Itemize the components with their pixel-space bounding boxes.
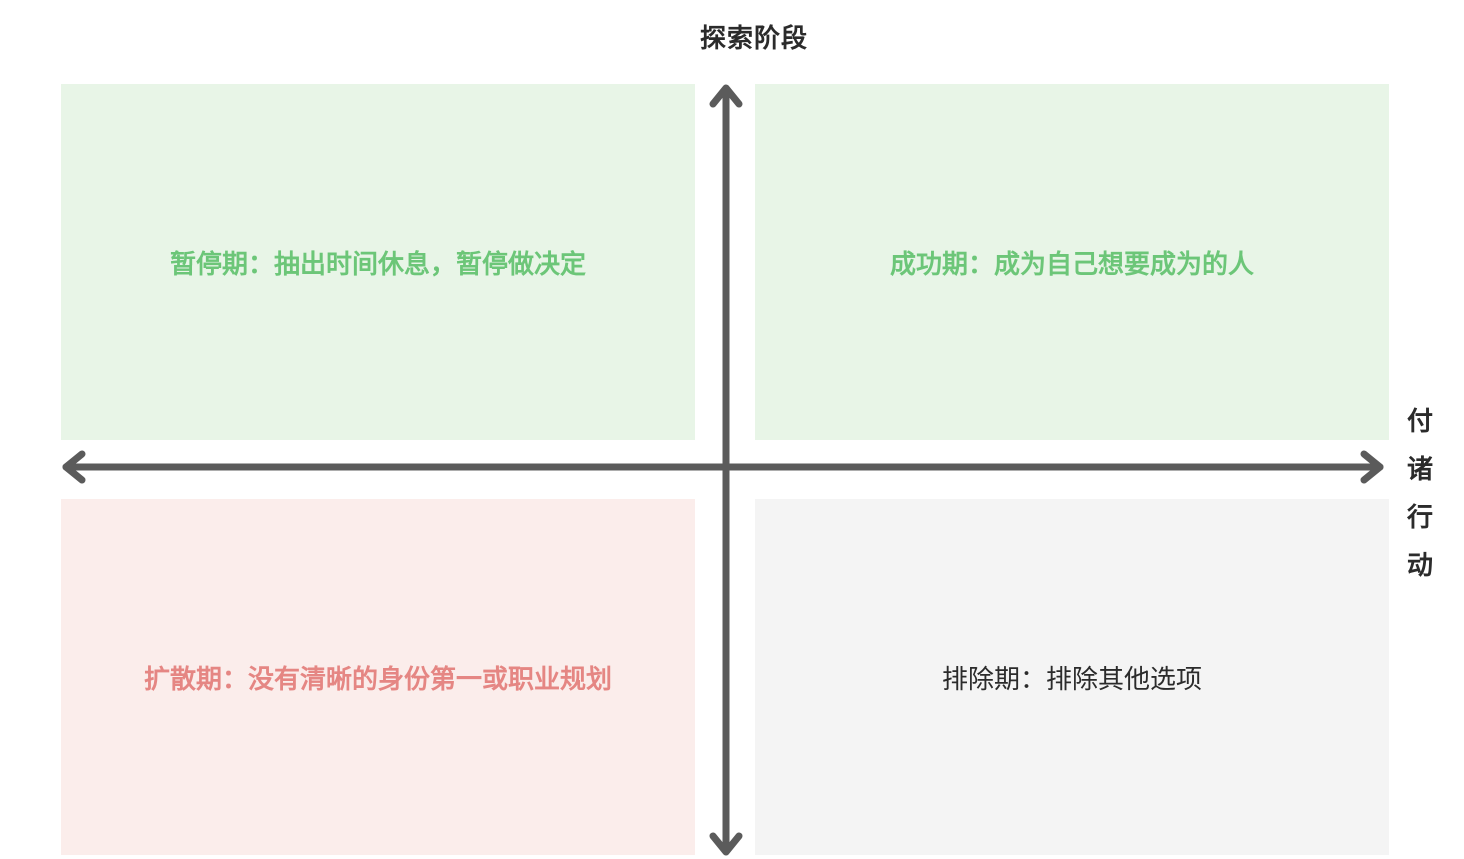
- quadrant-top-right: 成功期：成为自己想要成为的人: [755, 84, 1389, 440]
- quadrant-label: 排除期：排除其他选项: [941, 664, 1202, 695]
- horizontal-axis-title-char: 付: [1406, 407, 1433, 437]
- quadrant-label: 扩散期：没有清晰的身份第一或职业规划: [143, 664, 612, 695]
- horizontal-axis-title-char: 诸: [1406, 455, 1433, 485]
- horizontal-axis-title-char: 动: [1406, 551, 1433, 581]
- horizontal-axis-title: 付 诸 行 动: [1400, 398, 1440, 590]
- quadrant-label: 暂停期：抽出时间休息，暂停做决定: [169, 249, 586, 280]
- arrow-left-icon: [62, 450, 86, 484]
- arrow-down-icon: [709, 832, 743, 856]
- quadrant-label: 成功期：成为自己想要成为的人: [889, 249, 1254, 280]
- quadrant-top-left: 暂停期：抽出时间休息，暂停做决定: [61, 84, 695, 440]
- quadrant-bottom-left: 扩散期：没有清晰的身份第一或职业规划: [61, 499, 695, 855]
- quadrant-bottom-right: 排除期：排除其他选项: [755, 499, 1389, 855]
- vertical-axis-title: 探索阶段: [699, 24, 808, 54]
- horizontal-axis-title-char: 行: [1406, 503, 1433, 533]
- arrow-right-icon: [1360, 450, 1384, 484]
- arrow-up-icon: [709, 84, 743, 108]
